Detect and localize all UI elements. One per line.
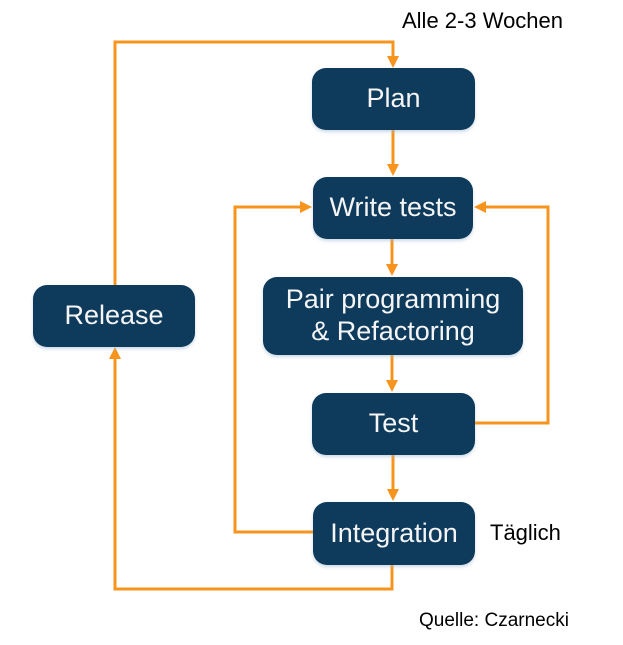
source-credit-label: Quelle: Czarnecki xyxy=(419,610,569,631)
edge-integration-to-write-tests xyxy=(233,201,313,534)
node-test: Test xyxy=(312,393,475,455)
edge-release-to-plan xyxy=(113,40,399,285)
edge-test-to-write-tests xyxy=(474,201,550,425)
edge-write-tests-to-pair xyxy=(386,239,398,276)
node-integration: Integration xyxy=(313,502,475,565)
node-plan: Plan xyxy=(312,68,475,130)
edge-integration-to-release xyxy=(109,347,394,591)
cycle-frequency-label: Alle 2-3 Wochen xyxy=(402,8,564,33)
edge-test-to-integration xyxy=(387,455,399,501)
node-write-tests: Write tests xyxy=(313,177,473,239)
edge-pair-to-test xyxy=(386,355,398,392)
edge-plan-to-write-tests xyxy=(387,130,399,176)
node-pair-programming-refactoring: Pair programming & Refactoring xyxy=(263,277,523,355)
node-release: Release xyxy=(33,285,195,347)
daily-frequency-label: Täglich xyxy=(490,520,561,545)
